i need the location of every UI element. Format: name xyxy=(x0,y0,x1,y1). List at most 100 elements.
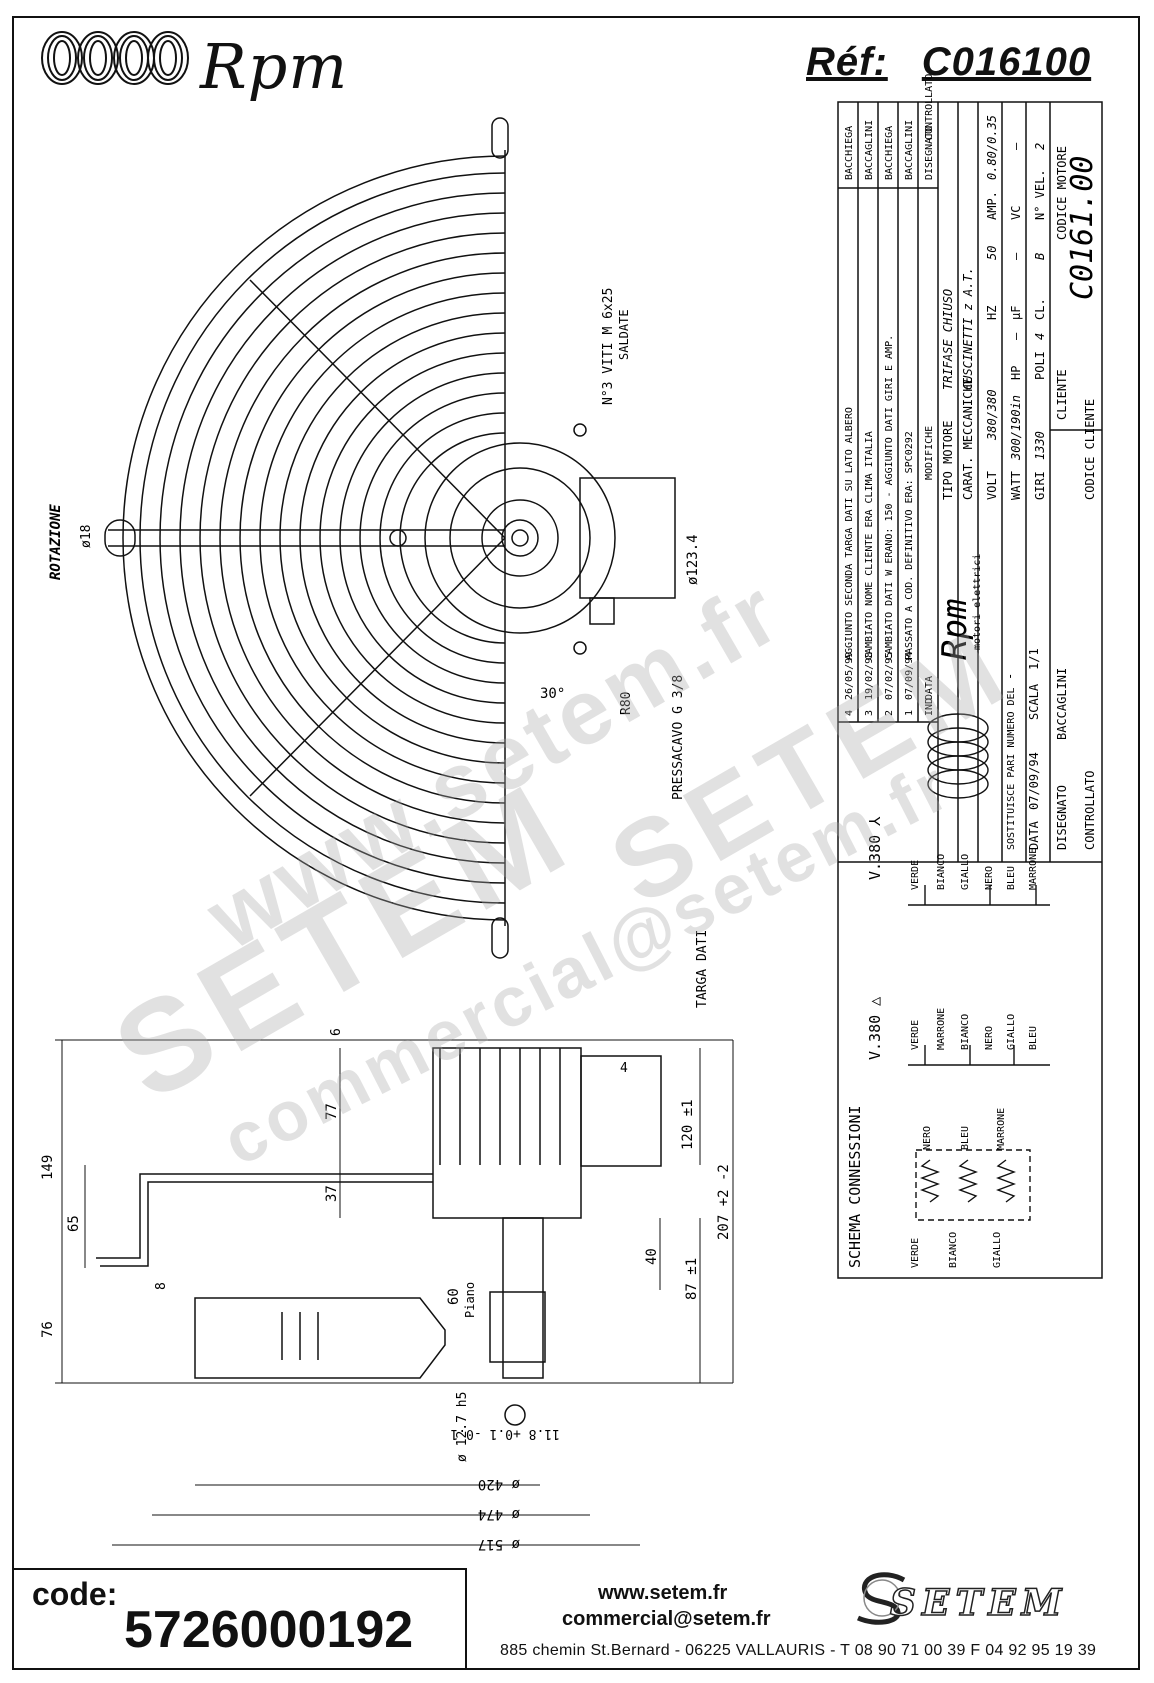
star-label: V.380 ⅄ xyxy=(866,816,884,880)
rev-3-date: 19/02/98 xyxy=(864,652,875,700)
code-value: 5726000192 xyxy=(124,1601,414,1659)
data-plate-label: TARGA DATI xyxy=(695,930,710,1008)
dim-60: 60 xyxy=(446,1288,462,1305)
rev-3-text: CAMBIATO NOME CLIENTE ERA CLIMA ITALIA xyxy=(864,431,875,660)
coil-bottom-2: BIANCO xyxy=(948,1232,959,1268)
angle-30: 30° xyxy=(540,686,565,702)
mech-value: CUSCINETTI z A.T. xyxy=(961,267,975,390)
motor-type-label: TIPO MOTORE xyxy=(941,421,955,500)
star-wire-5: BLEU xyxy=(1006,866,1017,890)
rev-4-ind: 4 xyxy=(844,710,855,716)
header-mod: MODIFICHE xyxy=(924,426,935,480)
amp-value: 0.80/0.35 xyxy=(985,115,999,180)
coil-bottom-3: GIALLO xyxy=(992,1232,1003,1268)
dim-120: 120 ±1 xyxy=(680,1099,696,1150)
connection-diagrams xyxy=(908,885,1050,1221)
drawn-label: DISEGNATO xyxy=(1055,785,1069,850)
dim-40: 40 xyxy=(644,1248,660,1265)
mech-label: CARAT. MECCANICHE xyxy=(961,377,975,500)
company-sub: motori elettrici xyxy=(972,554,983,650)
dim-4: 4 xyxy=(620,1061,628,1076)
rev-2-date: 07/02/95 xyxy=(884,652,895,700)
hp-label: HP xyxy=(1009,366,1023,380)
piano-label: Piano xyxy=(463,1282,477,1318)
nvel-value: 2 xyxy=(1033,143,1047,150)
star-wire-1: VERDE xyxy=(910,860,921,890)
star-wire-6: MARRONE xyxy=(1028,848,1039,890)
side-view xyxy=(96,1047,662,1426)
drawn-value: BACCAGLINI xyxy=(1055,668,1069,740)
setem-swoosh-icon xyxy=(856,1572,906,1625)
delta-wire-1: VERDE xyxy=(910,1020,921,1050)
poli-value: 4 xyxy=(1033,333,1047,340)
vc-value: — xyxy=(1009,142,1023,150)
dim-6: 6 xyxy=(329,1028,344,1036)
client-label: CLIENTE xyxy=(1055,369,1069,420)
volt-label: VOLT xyxy=(985,471,999,500)
rev-1-ind: 1 xyxy=(904,710,915,716)
brand-name: Rpm xyxy=(200,30,349,103)
rev-2-text: CAMBIATO DATI W ERANO: 150 - AGGIUNTO DA… xyxy=(884,335,895,660)
dim-65: 65 xyxy=(66,1215,82,1232)
motor-code-label: CODICE MOTORE xyxy=(1055,146,1069,240)
dim-207: 207 +2 -2 xyxy=(716,1164,732,1240)
replaces-value: - xyxy=(1003,673,1017,680)
cable-gland-label: PRESSACAVO G 3/8 xyxy=(671,675,686,800)
delta-wire-2: MARRONE xyxy=(936,1008,947,1050)
r80-label: R80 xyxy=(619,692,634,715)
scala-label: SCALA xyxy=(1027,683,1041,720)
rev-3-ind: 3 xyxy=(864,710,875,716)
code-box xyxy=(12,1568,467,1670)
rev-2-ind: 2 xyxy=(884,710,895,716)
rev-2-by: BACCHIEGA xyxy=(884,126,895,180)
rpm-title-logo xyxy=(927,713,989,799)
footer-website[interactable]: www.setem.fr xyxy=(598,1582,728,1604)
rev-1-by: BACCAGLINI xyxy=(904,120,915,180)
footer-address: 885 chemin St.Bernard - 06225 VALLAURIS … xyxy=(500,1642,1097,1659)
rpm-coil-logo xyxy=(41,31,189,85)
dim-12-7: ø 12.7 h5 xyxy=(455,1392,470,1462)
reference: Réf:C016100 xyxy=(806,40,1091,85)
motor-front xyxy=(389,423,676,655)
footer-email[interactable]: commercial@setem.fr xyxy=(562,1608,771,1630)
nvel-label: N° VEL. xyxy=(1033,169,1047,220)
delta-wire-3: BIANCO xyxy=(960,1014,971,1050)
dimension-lines xyxy=(55,1039,734,1546)
title-brand: Rpm xyxy=(935,599,975,660)
coil-top-3: MARRONE xyxy=(996,1108,1007,1150)
data-value: 07/09/94 xyxy=(1027,752,1041,810)
dim-474: ø 474 xyxy=(478,1506,520,1522)
watt-label: WATT xyxy=(1009,471,1023,500)
uf-label: µF xyxy=(1009,306,1023,320)
delta-wire-6: BLEU xyxy=(1028,1026,1039,1050)
sheet-frame xyxy=(12,16,1140,1670)
coil-top-1: NERO xyxy=(922,1126,933,1150)
giri-value: 1330 xyxy=(1033,431,1047,460)
dim-87: 87 ±1 xyxy=(684,1258,700,1300)
dim-8: 8 xyxy=(154,1282,169,1290)
watt-value: 300/190in xyxy=(1009,395,1023,461)
dim-517: ø 517 xyxy=(478,1536,520,1552)
poli-label: POLI xyxy=(1033,351,1047,380)
ref-label: Réf: xyxy=(806,40,888,84)
dim-76: 76 xyxy=(40,1321,56,1338)
rev-4-by: BACCHIEGA xyxy=(844,126,855,180)
dim-77: 77 xyxy=(324,1103,340,1120)
rev-3-by: BACCAGLINI xyxy=(864,120,875,180)
title-block-frame xyxy=(837,101,1103,1279)
coil-top-2: BLEU xyxy=(960,1126,971,1150)
delta-label: V.380 △ xyxy=(866,997,884,1060)
star-wire-3: GIALLO xyxy=(960,854,971,890)
coil-bottom-1: VERDE xyxy=(910,1238,921,1268)
hz-value: 50 xyxy=(985,246,999,260)
screws-label-2: SALDATE xyxy=(617,309,631,360)
fan-guard-front-view xyxy=(104,117,509,959)
replaces-label: SOSTITUISCE PARI NUMERO DEL xyxy=(1006,687,1017,850)
rotation-label: ROTAZIONE xyxy=(48,504,64,580)
rev-4-text: AGGIUNTO SECONDA TARGA DATI SU LATO ALBE… xyxy=(844,407,855,660)
star-wire-2: BIANCO xyxy=(936,854,947,890)
cl-value: B xyxy=(1033,253,1047,260)
volt-value: 380/380 xyxy=(985,389,999,441)
cl-label: CL. xyxy=(1033,298,1047,320)
